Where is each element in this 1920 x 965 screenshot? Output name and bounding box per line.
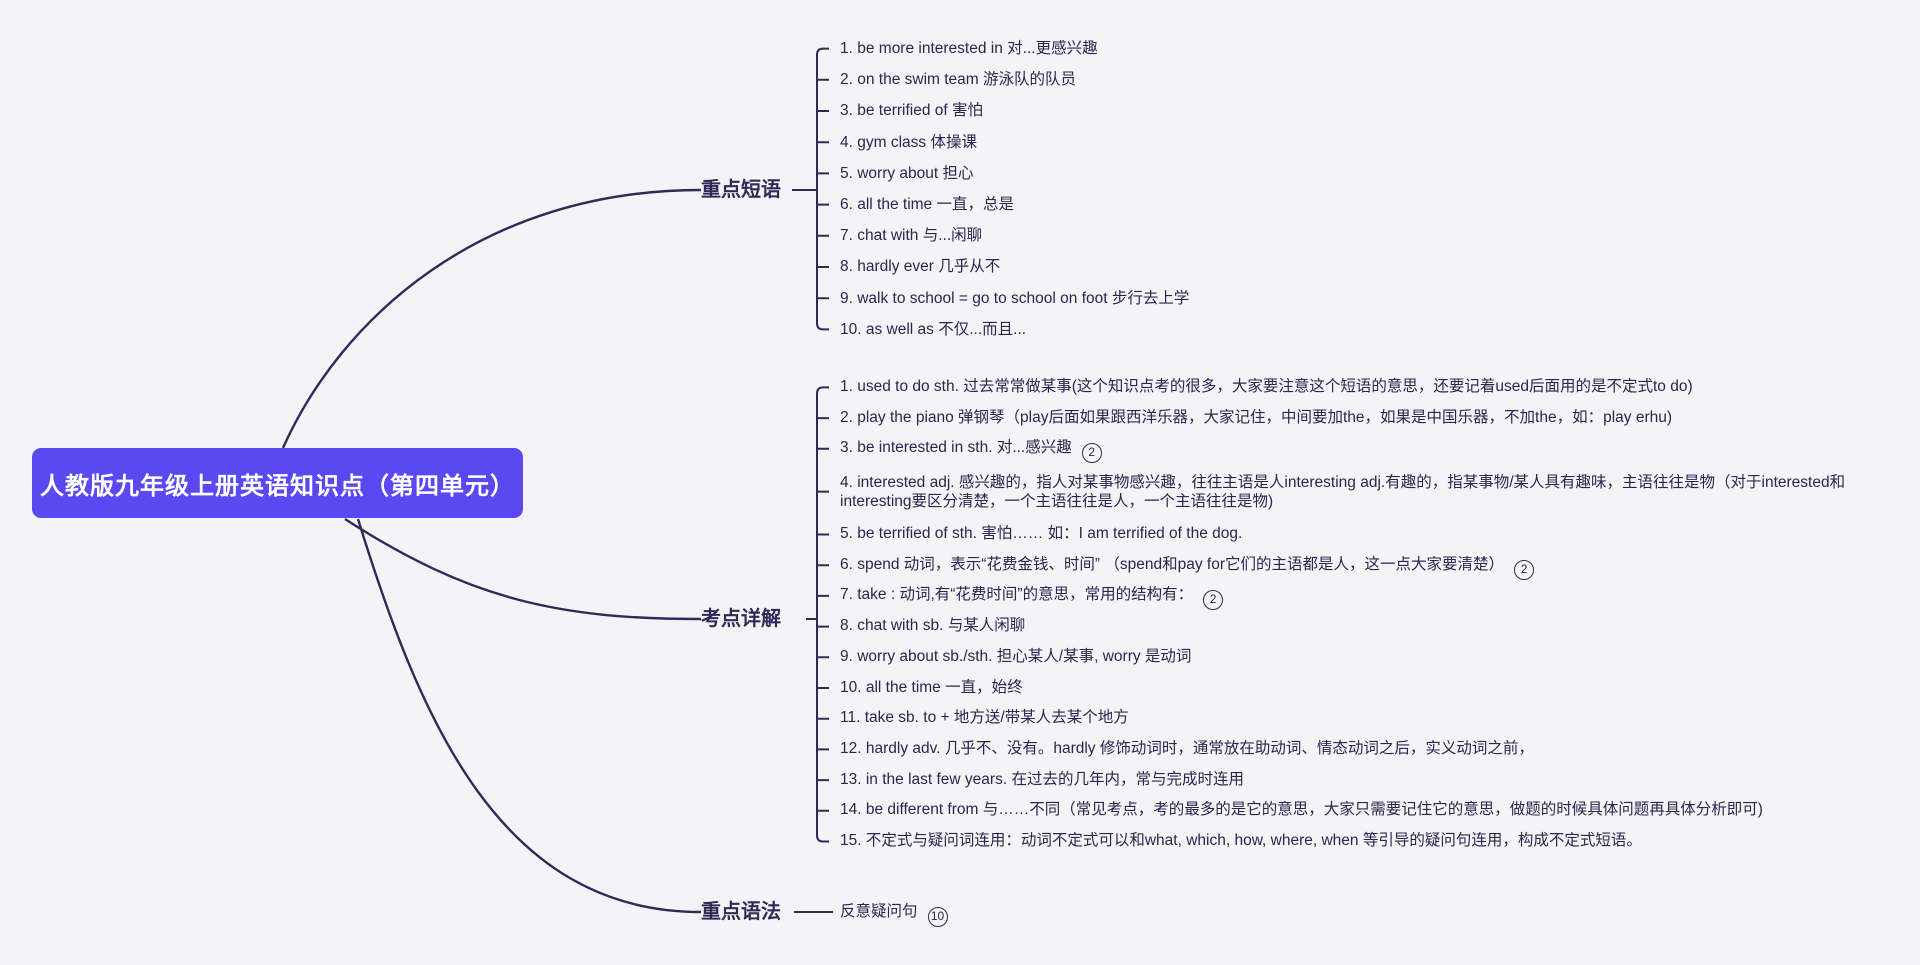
mindmap-node[interactable]: 14. be different from 与……不同（常见考点，考的最多的是它…: [840, 801, 1763, 819]
node-text: 6. spend 动词，表示“花费金钱、时间” （spend和pay for它们…: [840, 555, 1505, 573]
curve-to-branch-grammar: [356, 518, 702, 914]
mindmap-node[interactable]: 7. take : 动词,有“花费时间”的意思，常用的结构有： 2: [840, 580, 1900, 611]
mindmap-node[interactable]: 15. 不定式与疑问词连用：动词不定式可以和what, which, how, …: [840, 831, 1642, 849]
branch1-trunk: [816, 47, 829, 331]
mindmap-node[interactable]: 8. hardly ever 几乎从不: [840, 258, 1001, 276]
mindmap-node[interactable]: 10. all the time 一直，始终: [840, 678, 1023, 696]
badge-count[interactable]: 10: [927, 907, 948, 927]
branch-label-exam-points[interactable]: 考点详解: [701, 608, 781, 630]
node-text: 7. take : 动词,有“花费时间”的意思，常用的结构有：: [840, 586, 1194, 604]
node-text: 反意疑问句: [840, 903, 918, 920]
mindmap-node[interactable]: 5. worry about 担心: [840, 164, 974, 182]
mindmap-node[interactable]: 反意疑问句 10: [840, 898, 948, 927]
mindmap-node[interactable]: 1. used to do sth. 过去常常做某事(这个知识点考的很多，大家要…: [840, 378, 1693, 395]
curve-to-branch-exam-points: [344, 517, 702, 621]
curve-to-branch-key-phrases: [281, 188, 702, 449]
mindmap-node[interactable]: 3. be terrified of 害怕: [840, 102, 984, 120]
node-text: 3. be interested in sth. 对...感兴趣: [840, 439, 1072, 457]
node-text: 4. interested adj. 感兴趣的，指人对某事物感兴趣，往往主语是人…: [840, 473, 1846, 510]
branch2-trunk: [816, 386, 829, 843]
mindmap-node[interactable]: 3. be interested in sth. 对...感兴趣 2: [840, 433, 1900, 464]
mindmap-node[interactable]: 6. all the time 一直，总是: [840, 195, 1014, 213]
branch2-ticks: [817, 417, 829, 812]
branch-exam-points-items: 1. used to do sth. 过去常常做某事(这个知识点考的很多，大家要…: [840, 372, 1900, 857]
mindmap-node[interactable]: 5. be terrified of sth. 害怕…… 如：I am terr…: [840, 525, 1243, 543]
mindmap-node[interactable]: 7. chat with 与...闲聊: [840, 227, 983, 245]
root-node[interactable]: 人教版九年级上册英语知识点（第四单元）: [32, 448, 523, 518]
mindmap-node[interactable]: 12. hardly adv. 几乎不、没有。hardly 修饰动词时，通常放在…: [840, 739, 1534, 757]
badge-count[interactable]: 2: [1203, 590, 1224, 611]
mindmap-node[interactable]: 11. take sb. to + 地方送/带某人去某个地方: [840, 709, 1129, 727]
mindmap-node[interactable]: 10. as well as 不仅...而且...: [840, 320, 1027, 338]
branch-label-grammar[interactable]: 重点语法: [701, 901, 781, 923]
branch-label-key-phrases[interactable]: 重点短语: [701, 179, 781, 201]
mindmap-node[interactable]: 8. chat with sb. 与某人闲聊: [840, 617, 1026, 635]
badge-count[interactable]: 2: [1514, 559, 1535, 580]
mindmap-node[interactable]: 4. gym class 体操课: [840, 133, 977, 151]
mindmap-node[interactable]: 13. in the last few years. 在过去的几年内，常与完成时…: [840, 770, 1244, 788]
mindmap-node[interactable]: 6. spend 动词，表示“花费金钱、时间” （spend和pay for它们…: [840, 550, 1900, 581]
mindmap-node[interactable]: 9. walk to school = go to school on foot…: [840, 289, 1190, 307]
mindmap-node[interactable]: 2. on the swim team 游泳队的队员: [840, 71, 1077, 89]
mindmap-node[interactable]: 1. be more interested in 对...更感兴趣: [840, 40, 1098, 57]
mindmap-node[interactable]: 2. play the piano 弹钢琴（play后面如果跟西洋乐器，大家记住…: [840, 408, 1673, 426]
badge-count[interactable]: 2: [1081, 443, 1102, 464]
mindmap-node[interactable]: 4. interested adj. 感兴趣的，指人对某事物感兴趣，往往主语是人…: [840, 464, 1900, 519]
branch1-ticks: [817, 78, 829, 300]
branch-key-phrases-items: 1. be more interested in 对...更感兴趣 2. on …: [840, 33, 1189, 345]
mindmap-node[interactable]: 9. worry about sb./sth. 担心某人/某事, worry 是…: [840, 647, 1192, 665]
